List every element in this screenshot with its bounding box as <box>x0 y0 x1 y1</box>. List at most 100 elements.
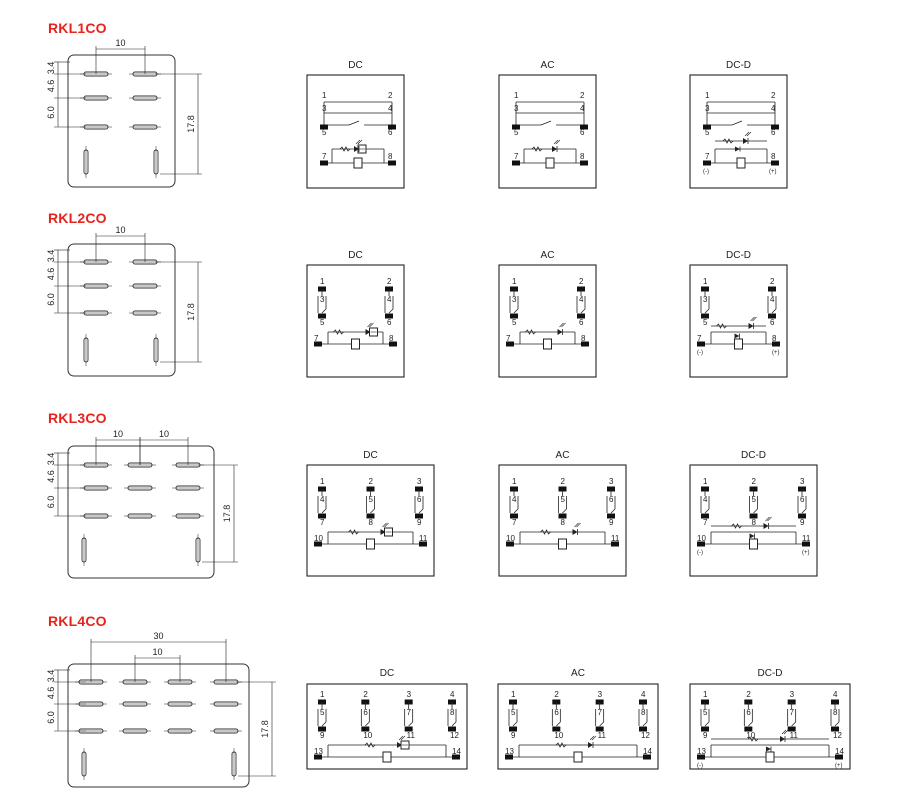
coil-symbol <box>382 751 392 763</box>
variant-label: DC-D <box>726 250 751 261</box>
schematic-frame <box>306 464 435 577</box>
terminal-label: 11 <box>790 731 799 740</box>
switch-contact <box>748 721 753 727</box>
terminal-pad <box>448 726 456 732</box>
terminal-pad <box>314 341 322 347</box>
variant-label: DC <box>348 60 362 71</box>
switch-contact <box>580 308 586 314</box>
terminal-label: 2 <box>771 91 776 100</box>
terminal-label: 6 <box>417 495 422 504</box>
switch-contact <box>388 308 394 314</box>
terminal-pad <box>607 513 615 519</box>
terminal-label: 5 <box>369 495 374 504</box>
coil-symbol <box>558 538 567 550</box>
terminal-pad <box>595 726 604 732</box>
dimension-6-0: 6.0 <box>46 711 56 724</box>
polarity-label: (+) <box>835 763 843 769</box>
terminal-pad <box>318 726 326 732</box>
coil-symbol <box>366 538 375 550</box>
switch-contact <box>731 120 743 126</box>
terminal-label: 3 <box>800 477 805 486</box>
terminal-label: 14 <box>452 747 461 756</box>
variant-label: AC <box>571 668 585 679</box>
terminal-label: 10 <box>746 731 755 740</box>
terminal-label: 4 <box>387 295 392 304</box>
switch-contact <box>704 721 710 727</box>
led-arrow <box>781 729 787 735</box>
terminal-label: 10 <box>697 534 706 543</box>
coil-symbol <box>351 338 360 350</box>
terminal-label: 8 <box>833 708 838 717</box>
led-arrow <box>750 316 755 322</box>
terminal-pad <box>611 541 619 547</box>
switch-contact <box>512 721 518 727</box>
terminal-pad <box>581 341 589 347</box>
dimension-pitch: 10 <box>115 225 125 235</box>
led-arrow <box>384 522 389 528</box>
terminal-label: 5 <box>752 495 757 504</box>
terminal-pad <box>388 124 396 130</box>
terminal-label: 1 <box>320 690 325 699</box>
terminal-label: 11 <box>407 731 416 740</box>
terminal-label: 7 <box>697 334 702 343</box>
led-diode-symbol <box>354 146 359 152</box>
terminal-label: 13 <box>697 747 706 756</box>
dimension-17-8: 17.8 <box>186 303 196 321</box>
terminal-label: 14 <box>643 747 652 756</box>
terminal-label: 3 <box>790 690 795 699</box>
terminal-label: 14 <box>835 747 844 756</box>
led-arrow <box>553 139 559 145</box>
schematic-frame <box>498 264 597 378</box>
switch-contact <box>370 508 375 514</box>
terminal-label: 4 <box>388 104 393 113</box>
terminal-label: 2 <box>388 91 393 100</box>
schematic-frame <box>306 74 405 189</box>
terminal-label: 8 <box>641 708 646 717</box>
terminal-pad <box>639 726 647 732</box>
terminal-pad <box>701 313 709 319</box>
coil-symbol <box>573 751 583 763</box>
terminal-label: 11 <box>802 534 811 543</box>
variant-label: DC <box>348 250 362 261</box>
terminal-label: 10 <box>363 731 372 740</box>
polarity-label: (+) <box>802 550 810 556</box>
terminal-pad <box>510 513 518 519</box>
led-arrow <box>746 131 752 137</box>
schematic-frame <box>498 464 627 577</box>
dimension-4-6: 4.6 <box>46 470 56 483</box>
terminal-pad <box>452 754 460 760</box>
terminal-label: 1 <box>512 477 517 486</box>
switch-contact <box>348 120 360 126</box>
terminal-label: 5 <box>512 318 517 327</box>
terminal-pad <box>320 160 328 166</box>
terminal-label: 7 <box>790 708 795 717</box>
switch-contact <box>771 308 777 314</box>
terminal-pad <box>580 160 588 166</box>
relay-outline <box>67 243 176 377</box>
dimension-pitch: 10 <box>113 429 123 439</box>
terminal-label: 8 <box>581 334 586 343</box>
diode-symbol <box>766 746 771 752</box>
resistor-symbol <box>348 529 359 535</box>
section-title-rkl2co: RKL2CO <box>48 210 107 226</box>
terminal-label: 8 <box>752 518 757 527</box>
terminal-pad <box>802 541 810 547</box>
section-title-rkl3co: RKL3CO <box>48 410 107 426</box>
led-arrow <box>767 516 772 522</box>
terminal-label: 12 <box>833 731 842 740</box>
terminal-pad <box>697 541 705 547</box>
terminal-pad <box>703 160 711 166</box>
switch-contact <box>513 308 519 314</box>
terminal-pad <box>388 160 396 166</box>
terminal-label: 2 <box>580 91 585 100</box>
terminal-pad <box>512 160 520 166</box>
switch-contact <box>562 508 567 514</box>
switch-contact <box>365 721 370 727</box>
terminal-label: 5 <box>705 128 710 137</box>
dimension-6-0: 6.0 <box>46 496 56 509</box>
variant-label: DC-D <box>758 668 783 679</box>
terminal-label: 9 <box>800 518 805 527</box>
terminal-label: 6 <box>388 128 393 137</box>
led-arrow <box>369 322 374 328</box>
